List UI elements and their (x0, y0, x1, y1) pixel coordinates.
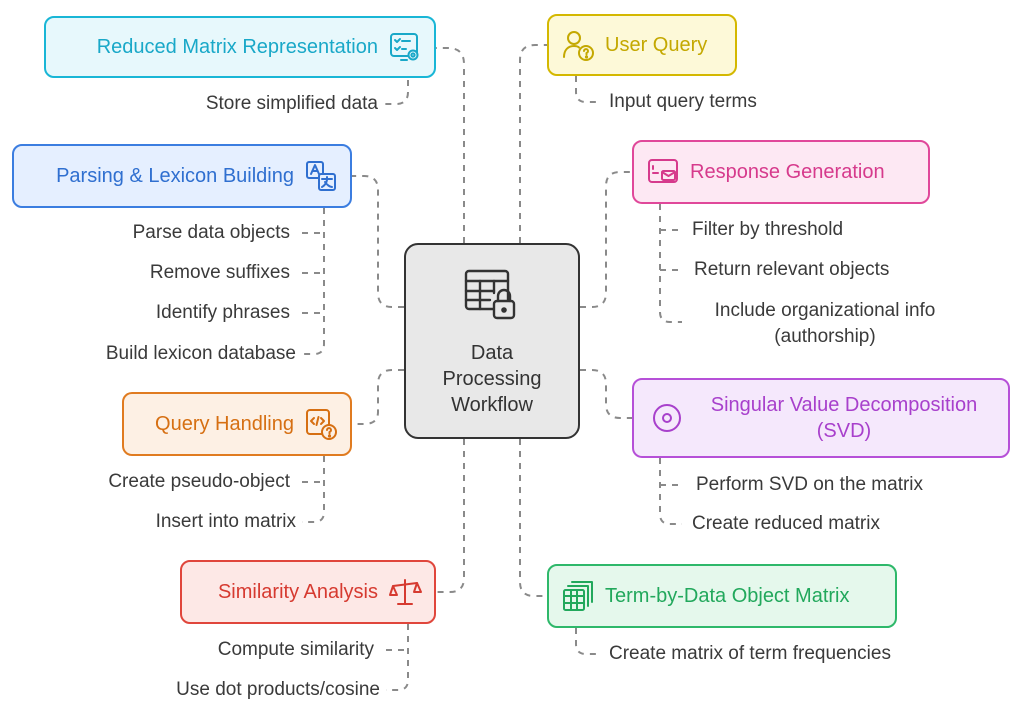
center-title: Data Processing Workflow (442, 341, 542, 416)
stacked-table-icon (561, 579, 595, 613)
query-item-1: Insert into matrix (155, 511, 296, 532)
user-question-icon (561, 28, 595, 62)
node-title: User Query (605, 34, 708, 56)
query-item-0: Create pseudo-object (108, 471, 290, 492)
node-title: Similarity Analysis (217, 581, 378, 603)
node-parsing-lexicon: Parsing & Lexicon Building (12, 144, 352, 208)
node-title: Singular Value Decomposition (SVD) (710, 394, 978, 442)
svd-item-1: Create reduced matrix (692, 513, 880, 534)
target-circle-icon (650, 401, 684, 435)
node-title: Response Generation (690, 161, 885, 183)
node-svd: Singular Value Decomposition (SVD) (632, 378, 1010, 458)
node-title: Parsing & Lexicon Building (56, 165, 294, 187)
user-item-0: Input query terms (609, 91, 757, 112)
table-lock-icon (462, 265, 522, 330)
response-item-1: Return relevant objects (694, 259, 890, 280)
translate-icon (304, 159, 338, 193)
node-user-query: User Query (547, 14, 737, 76)
checklist-gear-icon (388, 30, 422, 64)
svd-item-0: Perform SVD on the matrix (696, 474, 924, 495)
similarity-item-1: Use dot products/cosine (176, 679, 380, 700)
parsing-item-0: Parse data objects (132, 222, 290, 243)
node-reduced-matrix: Reduced Matrix Representation (44, 16, 436, 78)
node-term-matrix: Term-by-Data Object Matrix (547, 564, 897, 628)
similarity-item-0: Compute similarity (217, 639, 374, 660)
node-title: Query Handling (155, 413, 294, 435)
parsing-item-2: Identify phrases (155, 302, 290, 323)
parsing-item-1: Remove suffixes (149, 262, 290, 283)
node-similarity-analysis: Similarity Analysis (180, 560, 436, 624)
node-title: Reduced Matrix Representation (96, 36, 378, 58)
response-item-2: Include organizational info (authorship) (714, 300, 936, 347)
window-mail-icon (646, 155, 680, 189)
node-title: Term-by-Data Object Matrix (605, 585, 850, 607)
parsing-item-3: Build lexicon database (105, 343, 296, 364)
term-item-0: Create matrix of term frequencies (609, 643, 891, 664)
reduced-item-0: Store simplified data (205, 93, 378, 114)
center-node: Data Processing Workflow (404, 243, 580, 439)
code-question-icon (304, 407, 338, 441)
response-item-0: Filter by threshold (692, 219, 844, 240)
node-response-generation: Response Generation (632, 140, 930, 204)
balance-scale-icon (388, 575, 422, 609)
node-query-handling: Query Handling (122, 392, 352, 456)
